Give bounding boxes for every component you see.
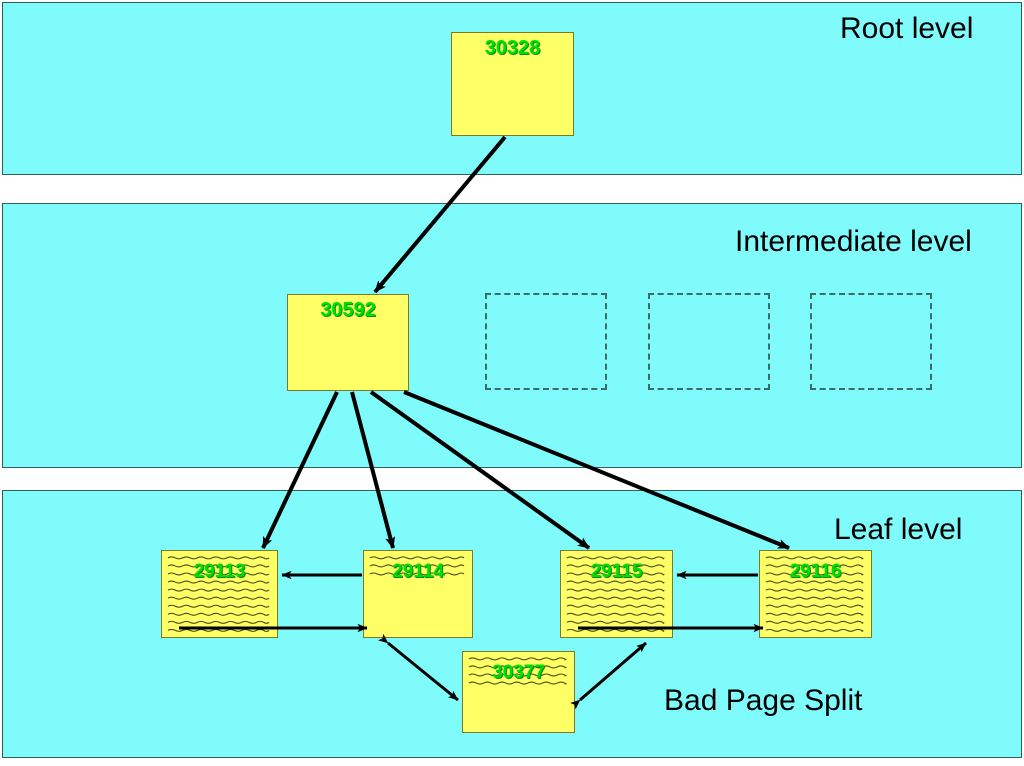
page-id-label: 29115 [590,561,643,582]
page-id-label: 29116 [789,561,842,582]
page-rows-waves [566,556,665,632]
page-box-30377[interactable]: 30377 [462,651,575,733]
page-id-label: 29114 [392,561,444,582]
empty-slot-3 [810,293,932,390]
page-id-label: 30592 [320,299,376,321]
page-rows-waves [468,657,567,685]
page-box-30592[interactable]: 30592 [287,294,409,391]
page-box-29115[interactable]: 29115 [560,550,673,638]
page-box-29113[interactable]: 29113 [161,550,278,638]
diagram-caption: Bad Page Split [664,684,863,717]
page-box-29116[interactable]: 29116 [759,550,872,638]
empty-slot-1 [485,293,607,390]
page-box-30328[interactable]: 30328 [451,32,574,136]
page-rows-waves [765,556,864,632]
page-rows-waves [369,556,465,576]
intermediate-level-title: Intermediate level [735,225,972,258]
root-level-title: Root level [840,12,974,45]
leaf-level-title: Leaf level [834,513,963,546]
page-id-label: 30328 [484,37,541,59]
page-id-label: 29113 [193,561,246,582]
page-rows-waves [167,556,270,632]
page-box-29114[interactable]: 29114 [363,550,473,638]
page-id-label: 30377 [492,662,545,683]
empty-slot-2 [648,293,770,390]
